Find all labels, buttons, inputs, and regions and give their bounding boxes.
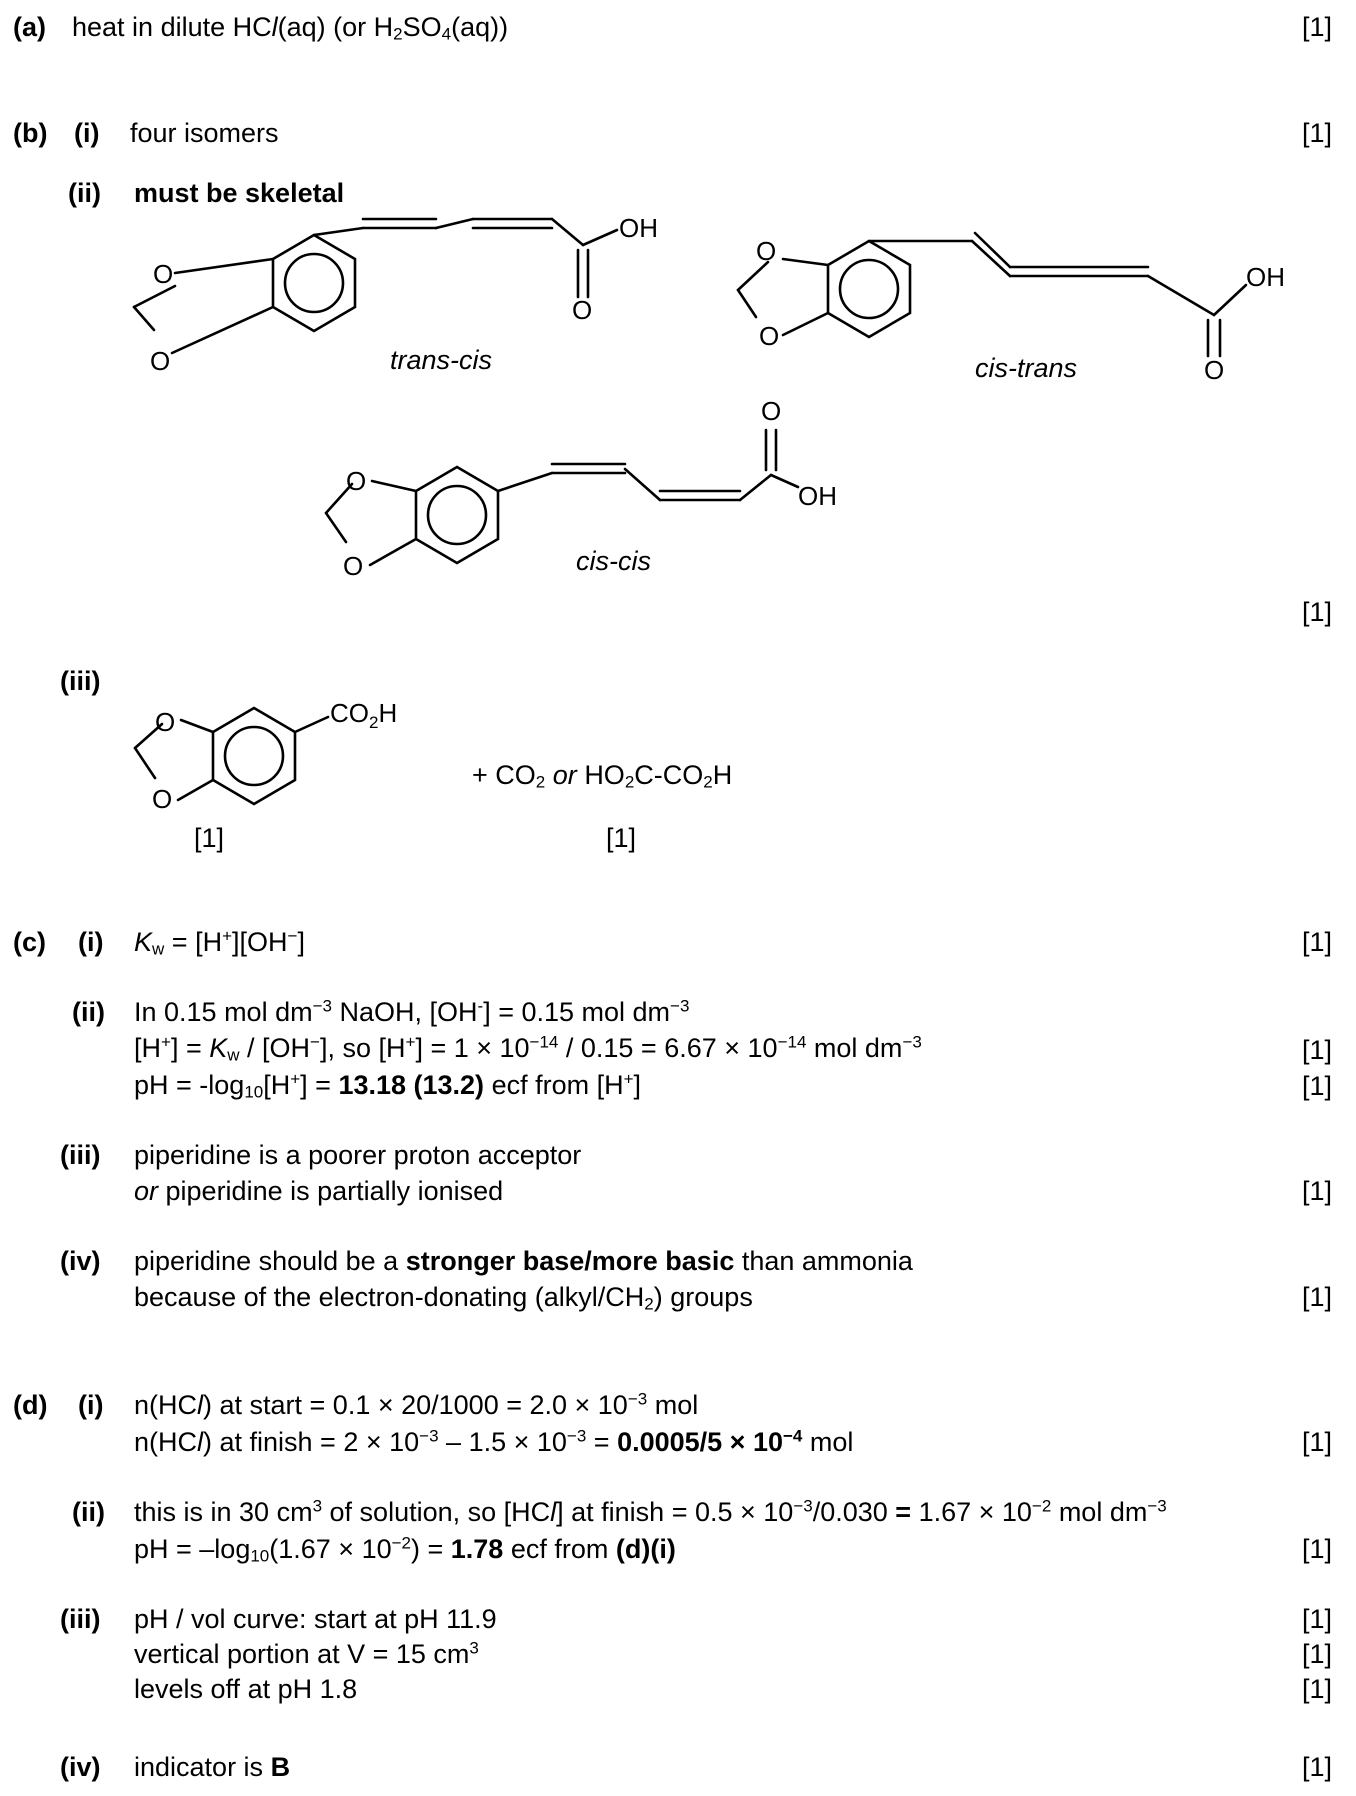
part-d-ii-mark: [1] (1302, 1534, 1333, 1564)
part-b-label: (b) (13, 118, 48, 148)
structure-name-cis-cis: cis-cis (576, 546, 651, 576)
trans-cis-o-top: O (153, 259, 173, 289)
structure-name-cis-trans: cis-trans (975, 353, 1078, 383)
part-d-iv-label: (iv) (60, 1752, 101, 1782)
cis-cis-o-top: O (346, 466, 366, 496)
cis-trans-o-bottom: O (759, 321, 779, 351)
part-d-iii-mark-2: [1] (1302, 1639, 1333, 1669)
part-c-iii-mark: [1] (1302, 1176, 1333, 1206)
part-d-i-label: (i) (78, 1390, 104, 1420)
part-c-ii-mark-1: [1] (1302, 1035, 1333, 1065)
cis-cis-oh: OH (798, 481, 837, 511)
part-b-ii-mark: [1] (1302, 597, 1333, 627)
iii-co2h-group: CO2H (330, 698, 397, 732)
cis-cis-carbonyl-o: O (761, 396, 781, 426)
part-c-iii-label: (iii) (60, 1140, 101, 1170)
cis-trans-oh: OH (1246, 262, 1285, 292)
part-b-i-answer: four isomers (130, 118, 279, 148)
part-d-ii-label: (ii) (72, 1497, 105, 1527)
trans-cis-carbonyl-o: O (572, 295, 592, 325)
part-d-iv-mark: [1] (1302, 1752, 1333, 1782)
part-d-i-mark: [1] (1302, 1427, 1333, 1457)
part-c-iii-line-1: piperidine is a poorer proton acceptor (134, 1140, 582, 1170)
part-b-i-mark: [1] (1302, 118, 1333, 148)
part-c-iv-label: (iv) (60, 1246, 101, 1276)
part-a-mark: [1] (1302, 12, 1333, 42)
structure-iii-acid (133, 706, 330, 806)
part-c-ii-mark-2: [1] (1302, 1071, 1333, 1101)
part-c-ii-line-1: In 0.15 mol dm−3 NaOH, [OH-] = 0.15 mol … (134, 996, 690, 1027)
part-b-ii-label: (ii) (68, 178, 101, 208)
part-c-iv-mark: [1] (1302, 1282, 1333, 1312)
part-b-iii-products: + CO2 or HO2C-CO2H (472, 760, 733, 792)
part-c-ii-line-3: pH = -log10[H+] = 13.18 (13.2) ecf from … (134, 1069, 642, 1102)
part-b-ii-heading: must be skeletal (134, 178, 345, 208)
part-d-iv-answer: indicator is B (134, 1752, 291, 1782)
part-d-iii-mark-3: [1] (1302, 1674, 1333, 1704)
cis-cis-o-bottom: O (343, 551, 363, 581)
part-c-iv-line-2: because of the electron-donating (alkyl/… (134, 1282, 753, 1314)
part-a-label: (a) (13, 12, 46, 42)
part-c-iv-line-1: piperidine should be a stronger base/mor… (134, 1246, 913, 1276)
part-c-ii-line-2: [H+] = Kw / [OH−], so [H+] = 1 × 10−14 /… (134, 1032, 922, 1065)
trans-cis-o-bottom: O (150, 346, 170, 376)
iii-o-bottom: O (152, 784, 172, 814)
part-c-i-mark: [1] (1302, 927, 1333, 957)
part-b-i-label: (i) (74, 118, 100, 148)
part-b-iii-label: (iii) (60, 666, 101, 696)
part-d-iii-line-1: pH / vol curve: start at pH 11.9 (134, 1604, 497, 1634)
structure-cis-cis (324, 428, 800, 567)
cis-trans-o-top: O (756, 236, 776, 266)
part-d-iii-line-2: vertical portion at V = 15 cm3 (134, 1638, 479, 1669)
part-d-ii-line-2: pH = –log10(1.67 × 10−2) = 1.78 ecf from… (134, 1533, 676, 1566)
part-b-iii-mark-right: [1] (606, 823, 637, 853)
part-c-i-answer: Kw = [H+][OH−] (134, 926, 305, 959)
part-d-i-line-1: n(HCl) at start = 0.1 × 20/1000 = 2.0 × … (134, 1389, 699, 1420)
part-d-iii-label: (iii) (60, 1604, 101, 1634)
part-d-iii-mark-1: [1] (1302, 1604, 1333, 1634)
part-d-label: (d) (13, 1390, 48, 1420)
iii-o-top: O (155, 707, 175, 737)
part-c-i-label: (i) (78, 927, 104, 957)
trans-cis-oh: OH (619, 213, 658, 243)
structure-name-trans-cis: trans-cis (390, 345, 493, 375)
part-c-iii-line-2: or piperidine is partially ionised (134, 1176, 504, 1206)
cis-trans-carbonyl-o: O (1204, 355, 1224, 385)
part-a-answer: heat in dilute HCl(aq) (or H2SO4(aq)) (72, 12, 509, 44)
part-b-iii-mark-left: [1] (194, 823, 225, 853)
part-d-ii-line-1: this is in 30 cm3 of solution, so [HCl] … (134, 1496, 1167, 1527)
part-d-i-line-2: n(HCl) at finish = 2 × 10−3 – 1.5 × 10−3… (134, 1426, 854, 1457)
structure-trans-cis (132, 217, 619, 355)
part-c-ii-label: (ii) (72, 997, 105, 1027)
part-c-label: (c) (13, 927, 46, 957)
structure-cis-trans (736, 231, 1248, 358)
part-d-iii-line-3: levels off at pH 1.8 (134, 1674, 358, 1704)
